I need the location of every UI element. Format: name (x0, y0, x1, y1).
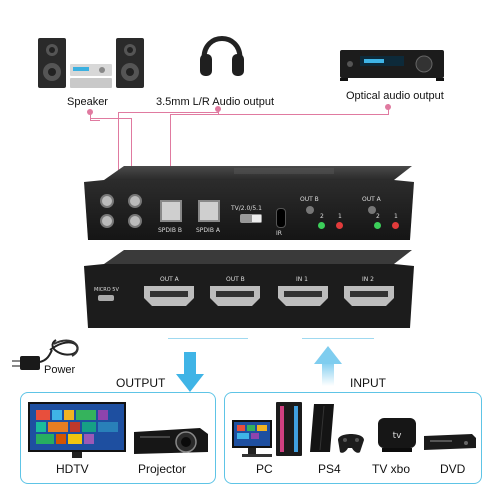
output-connection-line (168, 338, 248, 339)
audio-connection-horizontal (118, 112, 218, 113)
out-a-select-button[interactable] (368, 206, 376, 214)
speaker-link-line (90, 118, 132, 119)
svg-text:tv: tv (393, 431, 403, 441)
switch-back-panel (84, 162, 414, 242)
optical-output-label: Optical audio output (346, 90, 444, 102)
hdmi-port-out-a[interactable] (144, 286, 194, 306)
dvd-player-image (424, 432, 476, 452)
dvd-label: DVD (440, 462, 466, 476)
hdmi-in-1-label: IN 1 (296, 276, 308, 283)
tv-box-image: tv (376, 416, 418, 456)
power-adapter-image (6, 330, 86, 378)
input-connection-line (302, 338, 374, 339)
audio-jack-b2[interactable] (100, 214, 114, 228)
out-b-led-1-label: 1 (338, 213, 342, 220)
out-a-top-label: OUT A (362, 196, 381, 203)
out-a-led-2 (374, 222, 381, 229)
audio-jack-a[interactable] (128, 194, 142, 208)
pc-label: PC (256, 462, 273, 476)
optical-connection-horizontal (170, 114, 389, 115)
output-label: OUTPUT (116, 376, 166, 390)
hdmi-out-b-label: OUT B (226, 276, 245, 283)
pc-image (232, 400, 304, 458)
audio-output-label: 3.5mm L/R Audio output (156, 96, 275, 108)
hdmi-in-2-label: IN 2 (362, 276, 374, 283)
audio-connection-line (118, 112, 119, 184)
out-a-led-2-label: 2 (376, 213, 380, 220)
mode-switch[interactable] (240, 214, 262, 223)
tv-mode-label: TV/2.0/5.1 (231, 205, 262, 212)
hdmi-port-in-2[interactable] (344, 286, 394, 306)
speaker-label: Speaker (67, 96, 108, 108)
mode-switch-knob (252, 215, 261, 222)
speaker-drop-line (131, 118, 132, 184)
connection-line-horizontal (90, 120, 100, 121)
headphones-icon (198, 20, 246, 82)
speaker-system-image (38, 36, 144, 90)
projector-label: Projector (138, 462, 187, 476)
optical-connection-dot (385, 104, 391, 110)
headphone-connection-dot (215, 106, 221, 112)
power-label: Power (44, 364, 76, 376)
headphone-connection-line (218, 110, 219, 114)
optical-drop-line (170, 114, 171, 184)
optical-port-b[interactable] (160, 200, 182, 222)
hdtv-label: HDTV (56, 462, 89, 476)
input-arrow (314, 344, 342, 386)
hdmi-out-a-label: OUT A (160, 276, 179, 283)
hdtv-image (28, 402, 126, 458)
output-arrow (176, 352, 204, 394)
out-a-led-1-label: 1 (394, 213, 398, 220)
hdmi-port-out-b[interactable] (210, 286, 260, 306)
hdmi-port-in-1[interactable] (278, 286, 328, 306)
out-a-led-1 (392, 222, 399, 229)
out-b-led-1 (336, 222, 343, 229)
out-b-led-2 (318, 222, 325, 229)
projector-image (130, 424, 210, 456)
audio-jack-b[interactable] (100, 194, 114, 208)
optical-port-a[interactable] (198, 200, 220, 222)
ps4-image (308, 402, 366, 458)
tv-xbo-label: TV xbo (372, 462, 411, 476)
audio-jack-a2[interactable] (128, 214, 142, 228)
ir-receiver (276, 208, 286, 228)
speaker-connection-line (90, 112, 91, 120)
av-receiver-image (340, 46, 444, 82)
spdib-b-label: SPDIB B (158, 227, 182, 234)
micro-usb-label: MICRO 5V (94, 287, 119, 293)
out-b-select-button[interactable] (306, 206, 314, 214)
out-b-led-2-label: 2 (320, 213, 324, 220)
ps4-label: PS4 (318, 462, 341, 476)
speaker-connection-dot (87, 109, 93, 115)
input-label: INPUT (350, 376, 386, 390)
spdib-a-label: SPDIB A (196, 227, 220, 234)
ir-label: IR (276, 230, 282, 237)
micro-usb-port[interactable] (98, 295, 114, 301)
out-b-top-label: OUT B (300, 196, 319, 203)
